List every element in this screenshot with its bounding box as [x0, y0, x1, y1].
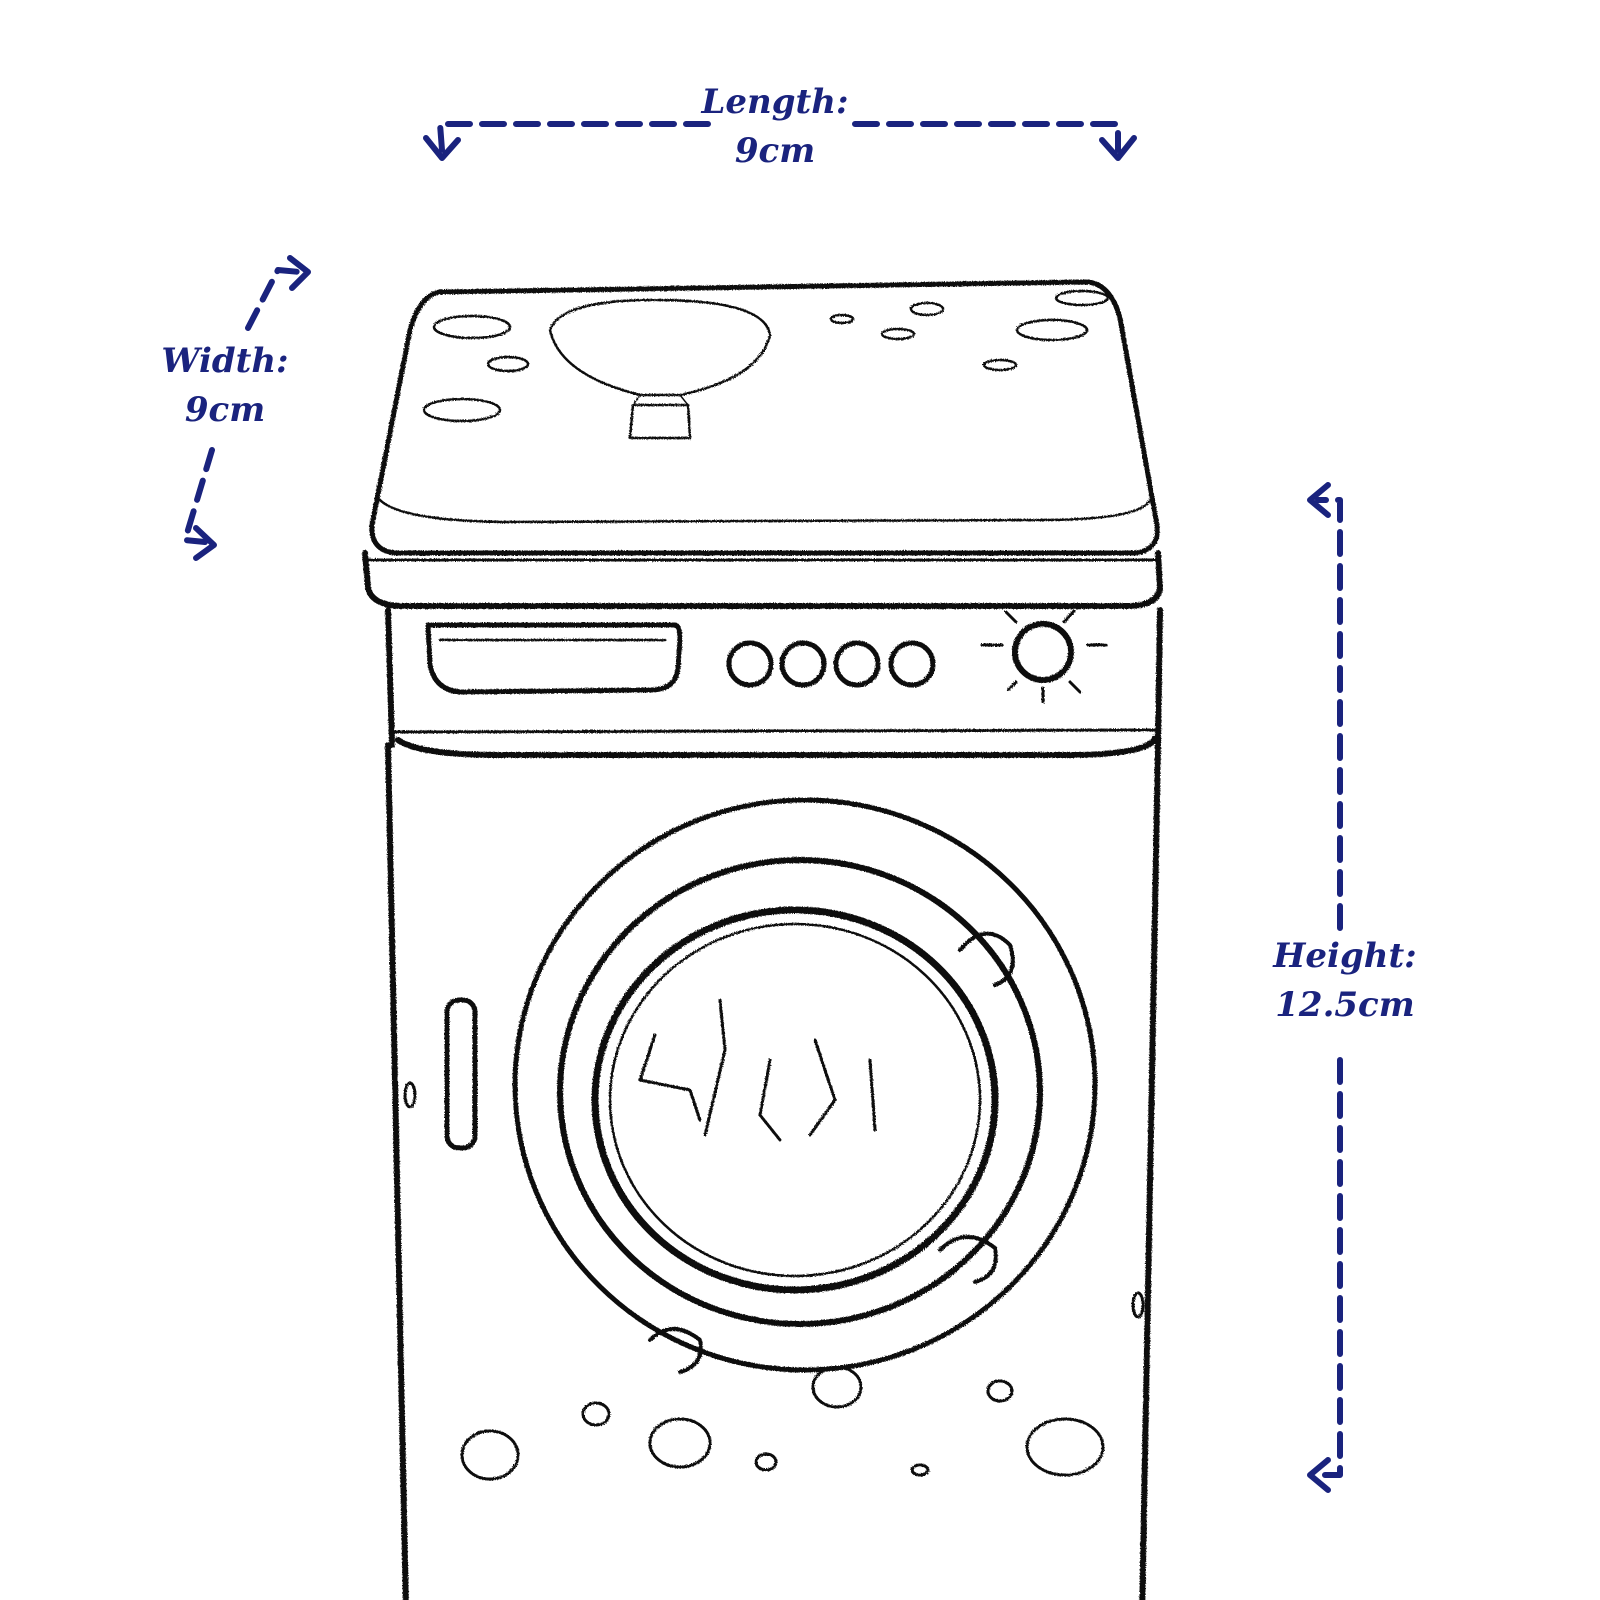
- door-outer-ring: [512, 797, 1098, 1373]
- lid-skirt: [362, 550, 1163, 609]
- laundry-sketch: [638, 998, 877, 1142]
- door-hinge-bottom: [938, 1235, 998, 1284]
- detergent-drawer: [425, 622, 683, 695]
- height-label: Height: 12.5cm: [1250, 932, 1440, 1031]
- length-arrowhead-right: [1099, 135, 1137, 161]
- balloon-rope-left: [632, 394, 641, 406]
- length-arrow-left: [437, 121, 711, 153]
- front-bubbles: [403, 1081, 1145, 1481]
- height-arrow-lower: [1315, 1057, 1343, 1478]
- door-clip: [648, 1327, 703, 1374]
- lid-rim: [378, 498, 1152, 524]
- length-arrow-right: [852, 121, 1121, 153]
- tin-body: [385, 607, 1163, 1600]
- dial-ticks: [980, 609, 1108, 704]
- width-arrow-upper: [245, 267, 303, 331]
- balloon-icon: [548, 298, 772, 397]
- tin-outline: [362, 279, 1163, 1600]
- door-glass: [591, 906, 999, 1294]
- height-arrowhead-upper: [1307, 482, 1331, 518]
- width-label: Width: 9cm: [150, 337, 300, 436]
- length-label-title: Length:: [701, 82, 849, 122]
- width-label-value: 9cm: [184, 390, 266, 431]
- length-label: Length: 9cm: [690, 78, 860, 177]
- width-arrowhead-lower: [193, 525, 217, 561]
- door-ring-inner: [557, 857, 1043, 1327]
- height-arrow-upper: [1315, 497, 1343, 931]
- length-arrowhead-left: [423, 135, 461, 161]
- width-arrow-lower: [182, 447, 215, 545]
- height-label-value: 12.5cm: [1275, 985, 1415, 1026]
- dimension-arrows: [182, 121, 1343, 1493]
- program-dial: [1012, 621, 1074, 683]
- door-glass-rim: [608, 922, 982, 1278]
- door-handle: [444, 997, 478, 1151]
- width-label-title: Width:: [161, 341, 289, 381]
- balloon-basket: [628, 403, 692, 440]
- door-hinge-top: [958, 931, 1015, 987]
- width-arrowhead-upper: [287, 255, 311, 291]
- lid-top: [369, 279, 1160, 556]
- control-buttons: [726, 640, 936, 688]
- height-arrowhead-lower: [1307, 1457, 1331, 1493]
- height-label-title: Height:: [1273, 936, 1417, 976]
- panel-band-bottom: [393, 728, 1160, 734]
- length-label-value: 9cm: [734, 131, 816, 172]
- balloon-rope-right: [679, 394, 689, 406]
- panel-band: [395, 735, 1158, 758]
- lid-bubbles: [422, 289, 1110, 423]
